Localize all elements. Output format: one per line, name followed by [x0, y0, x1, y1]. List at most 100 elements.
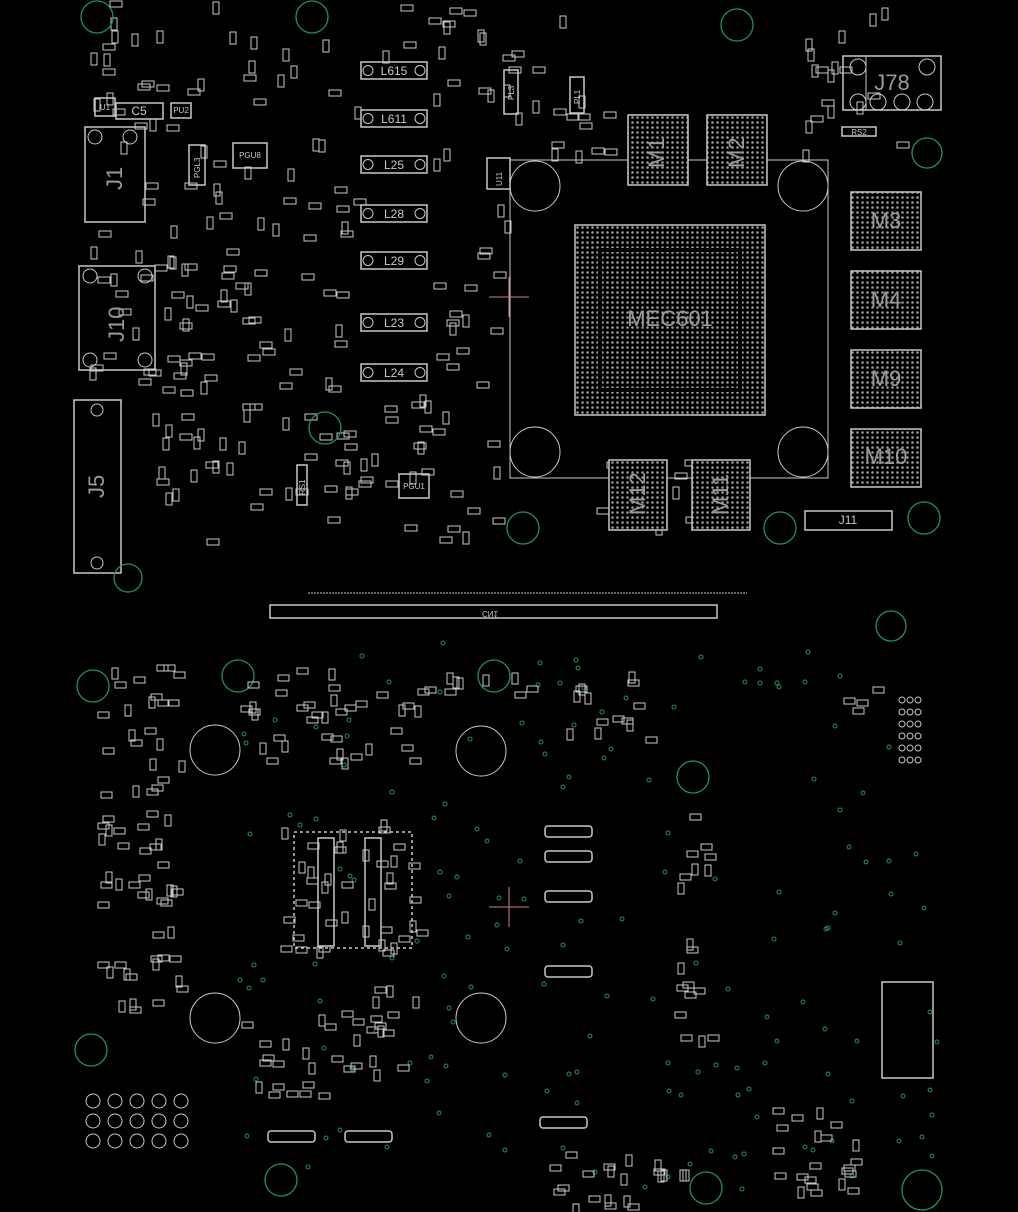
connector-j10[interactable]: J10	[78, 265, 156, 371]
pad	[443, 148, 451, 162]
inductor-l24[interactable]: L24	[360, 363, 428, 382]
pad	[150, 955, 163, 963]
pad	[249, 403, 263, 411]
memory-chip-m2[interactable]: M2	[706, 114, 768, 186]
part-u1[interactable]: U1	[94, 97, 116, 117]
inductor-l25[interactable]: L25	[360, 155, 428, 174]
via	[337, 1127, 343, 1133]
via	[574, 1069, 580, 1075]
pad	[219, 212, 233, 220]
pad	[165, 492, 173, 506]
pad	[120, 141, 128, 155]
via	[287, 812, 293, 818]
via	[441, 973, 447, 979]
connector-j5[interactable]: J5	[73, 399, 122, 574]
part-pgu8[interactable]: PGU8	[232, 142, 268, 169]
mounting-hole	[875, 610, 907, 642]
part-u11[interactable]: U11	[486, 157, 511, 190]
via	[341, 762, 347, 768]
pad	[179, 322, 193, 330]
memory-chip-m12[interactable]: M12	[608, 459, 668, 531]
pad	[253, 98, 267, 106]
memory-chip-m11[interactable]: M11	[691, 459, 751, 531]
pad	[334, 340, 348, 348]
pad	[102, 68, 116, 76]
pad	[827, 105, 835, 119]
part-pgu1[interactable]: PGU1	[398, 473, 430, 499]
part-pl3[interactable]: PL3	[503, 69, 519, 115]
via	[446, 1005, 452, 1011]
pad	[449, 7, 463, 15]
memory-chip-m4[interactable]: M4	[850, 270, 922, 330]
pad	[449, 310, 463, 318]
via	[337, 866, 343, 872]
memory-chip-m1[interactable]: M1	[627, 114, 689, 186]
pad	[604, 148, 618, 156]
part-pu2[interactable]: PU2	[170, 102, 192, 119]
pad	[408, 862, 421, 870]
pad	[154, 264, 168, 272]
pad	[173, 372, 187, 380]
pad	[336, 748, 344, 761]
via	[846, 844, 852, 850]
via	[502, 1072, 508, 1078]
via	[297, 822, 303, 828]
pad	[336, 432, 350, 440]
inductor-l28[interactable]: L28	[360, 204, 428, 223]
pin	[85, 1093, 101, 1109]
mounting-hole	[113, 563, 143, 593]
connector-j11[interactable]: J11	[804, 510, 893, 531]
chip-label: M4	[871, 287, 902, 312]
via	[312, 961, 318, 967]
part-label: PL3	[507, 85, 516, 100]
pad	[289, 368, 303, 376]
via	[305, 1164, 311, 1170]
pad	[802, 149, 810, 163]
connector-label: J11	[839, 513, 858, 527]
pad	[433, 282, 447, 290]
connector-j1[interactable]: J1	[84, 126, 146, 223]
via	[802, 679, 808, 685]
resistor-rs1[interactable]: RS1	[296, 464, 308, 506]
main-ic-mec601[interactable]: MEC601	[509, 159, 829, 479]
memory-chip-m9[interactable]: M9	[850, 349, 922, 409]
pads-layer	[89, 0, 910, 546]
pad	[254, 269, 268, 277]
pad	[98, 230, 112, 238]
via	[732, 1154, 738, 1160]
pad	[409, 920, 417, 933]
pad	[306, 877, 319, 885]
pad	[374, 1022, 387, 1030]
part-pgl3[interactable]: PGL3	[188, 144, 206, 186]
inductor-l615[interactable]: L615	[360, 61, 428, 80]
via	[897, 940, 903, 946]
part-pl1[interactable]: PL1	[569, 76, 585, 114]
pad	[341, 221, 349, 235]
via	[665, 1060, 671, 1066]
pad	[238, 441, 246, 455]
pad	[856, 101, 864, 115]
pad	[774, 1172, 787, 1180]
pad	[282, 48, 290, 62]
pad	[674, 472, 688, 480]
connector-j78[interactable]: J78	[842, 55, 942, 111]
resistor-rs2[interactable]: RS2	[841, 126, 877, 137]
chip-label: M9	[871, 366, 902, 391]
pad	[341, 881, 354, 889]
part-label: PGU1	[403, 482, 425, 491]
memory-chip-m10[interactable]: M10	[850, 428, 922, 488]
pad	[401, 744, 414, 752]
pin	[914, 756, 922, 764]
inductor-l29[interactable]: L29	[360, 251, 428, 270]
via	[687, 1161, 693, 1167]
inductor-l23[interactable]: L23	[360, 313, 428, 332]
pad	[341, 911, 349, 924]
pad	[329, 757, 342, 765]
memory-chip-m3[interactable]: M3	[850, 191, 922, 251]
pin	[107, 1133, 123, 1149]
connector-cn1[interactable]: CN1	[269, 592, 747, 619]
part-label: PGU8	[239, 151, 261, 160]
capacitor-c5[interactable]: C5	[115, 102, 164, 120]
inductor-l611[interactable]: L611	[360, 109, 428, 128]
